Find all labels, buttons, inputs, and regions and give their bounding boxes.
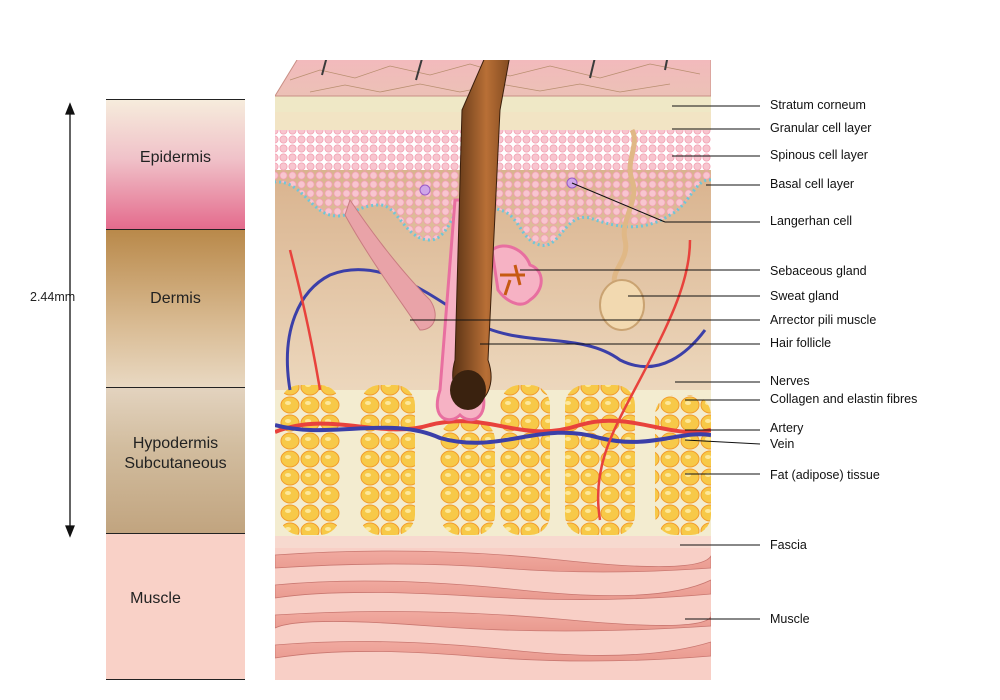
label-hair-follicle: Hair follicle xyxy=(770,336,832,350)
sweat-gland-coil xyxy=(599,279,645,331)
vein xyxy=(275,423,711,445)
label-collagen-elastin: Collagen and elastin fibres xyxy=(770,392,918,406)
hypodermis-band: Hypodermis Subcutaneous xyxy=(106,387,245,534)
hypodermis-label-line2: Subcutaneous xyxy=(124,455,227,472)
leader-lines xyxy=(410,105,761,620)
arrector-pili-muscle xyxy=(344,198,436,331)
dermis-band: Dermis xyxy=(106,229,245,388)
label-stratum-corneum: Stratum corneum xyxy=(770,98,866,112)
dermal-artery xyxy=(288,239,692,521)
label-arrector-pili-muscle: Arrector pili muscle xyxy=(770,313,877,327)
epidermis-band: Epidermis xyxy=(106,99,245,230)
hair-bulb xyxy=(450,370,486,410)
thickness-measurement: 2.44mm xyxy=(30,290,76,304)
label-muscle: Muscle xyxy=(770,612,810,626)
sebaceous-gland-ducts xyxy=(500,264,525,296)
dermis-label: Dermis xyxy=(150,290,201,307)
label-fascia: Fascia xyxy=(770,538,807,552)
label-spinous-cell-layer: Spinous cell layer xyxy=(770,148,868,162)
muscle-band: Muscle xyxy=(106,533,245,680)
label-nerves: Nerves xyxy=(770,374,810,388)
label-vein: Vein xyxy=(770,437,795,451)
fascia xyxy=(275,536,711,548)
artery xyxy=(275,418,711,435)
hypodermis-label-line1: Hypodermis xyxy=(132,435,219,452)
label-granular-cell-layer: Granular cell layer xyxy=(770,121,872,135)
label-sweat-gland: Sweat gland xyxy=(770,289,839,303)
muscle-fibres xyxy=(275,550,711,662)
label-fat-tissue: Fat (adipose) tissue xyxy=(770,468,880,482)
langerhan-cells xyxy=(419,177,578,196)
label-basal-cell-layer: Basal cell layer xyxy=(770,177,855,191)
label-sebaceous-gland: Sebaceous gland xyxy=(770,264,867,278)
thickness-arrow xyxy=(65,102,75,538)
epidermis-label: Epidermis xyxy=(139,149,212,166)
surface-hairs xyxy=(321,60,669,81)
sweat-gland-duct xyxy=(611,128,637,286)
label-artery: Artery xyxy=(770,421,804,435)
muscle-label: Muscle xyxy=(130,590,181,607)
label-langerhan-cell: Langerhan cell xyxy=(770,214,853,228)
